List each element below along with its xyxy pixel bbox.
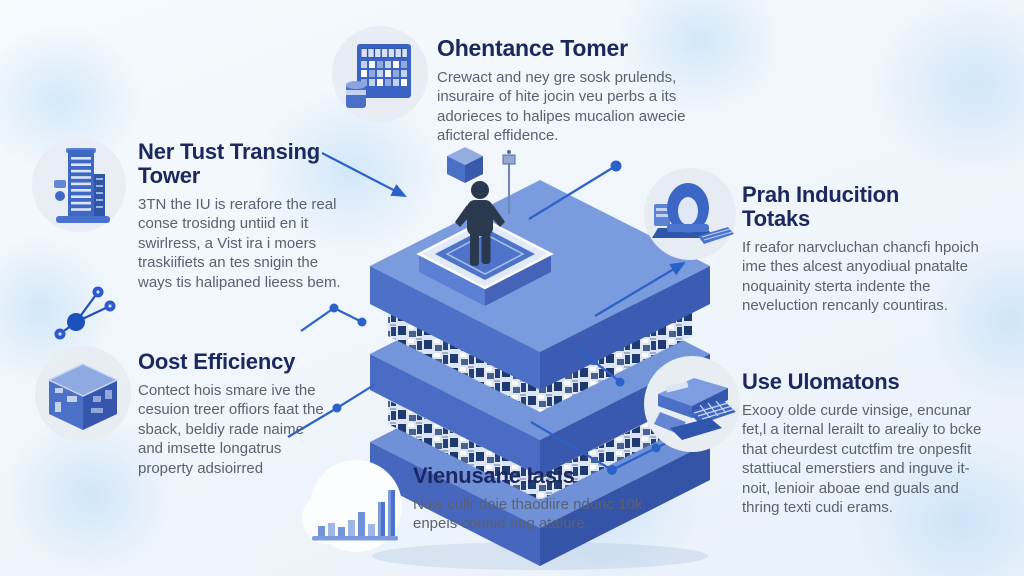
- antenna: [502, 150, 516, 214]
- callout-right-upper: Prah Inducition Totaks If reafor narvclu…: [742, 183, 987, 316]
- callout-title: Vienusane Iasis: [413, 463, 575, 488]
- background-blob: [870, 0, 1024, 180]
- floating-cube: [447, 147, 483, 183]
- callout-body: Crewact and ney gre sosk prulends, insur…: [437, 68, 686, 145]
- top-podium: [416, 218, 554, 306]
- callout-body: If reafor narvcluchan chancfi hpoich ime…: [742, 238, 979, 315]
- callout-title: Prah Inducition Totaks: [742, 182, 900, 231]
- callout-title: Oost Efficiency: [138, 349, 296, 374]
- callout-bottom-center: Vienusane Iasis Now cullr doie thaodiire…: [413, 464, 665, 534]
- cube-box-icon: [35, 346, 131, 442]
- callout-body: 3TN the IU is rerafore the real conse tr…: [138, 195, 341, 291]
- background-blob: [615, 0, 785, 115]
- callout-top-center: Ohentance Tomer Crewact and ney gre sosk…: [437, 36, 737, 146]
- building-icon: [32, 138, 126, 232]
- office-machine-icon: [644, 356, 740, 452]
- callout-left-upper: Ner Tust Transing Tower 3TN the IU is re…: [138, 140, 350, 292]
- background-blob: [5, 415, 175, 575]
- scanner-machine-icon: [644, 168, 736, 260]
- callout-title: Ohentance Tomer: [437, 35, 628, 61]
- callout-body: Contect hois smare ive the cesuion treer…: [138, 381, 324, 477]
- calculator-grid-icon: [332, 26, 428, 122]
- callout-title: Use Ulomatons: [742, 369, 900, 394]
- bar-chart-icon: [302, 460, 402, 552]
- network-nodes-icon: [54, 286, 116, 340]
- callout-right-lower: Use Ulomatons Exooy olde curde vinsige, …: [742, 370, 992, 518]
- callout-title: Ner Tust Transing Tower: [138, 139, 320, 188]
- callout-left-lower: Oost Efficiency Contect hois smare ive t…: [138, 350, 326, 478]
- callout-body: Now cullr doie thaodiire ndonc 10k enpei…: [413, 495, 643, 533]
- person-figure: [455, 181, 505, 266]
- callout-body: Exooy olde curde vinsige, encunar fet,l …: [742, 401, 982, 517]
